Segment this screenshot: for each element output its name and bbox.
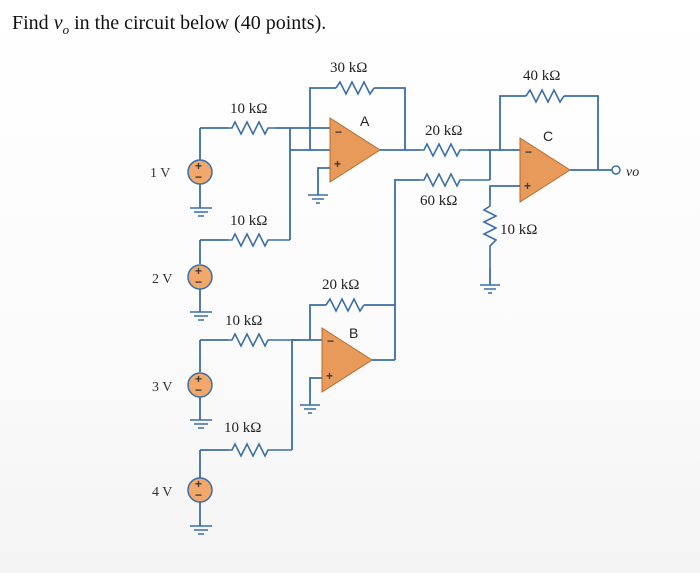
resistor-r-fb-c: 40 kΩ	[499, 68, 599, 170]
resistor-r-in-1: 10 kΩ	[228, 101, 275, 136]
question-text: Find vo in the circuit below (40 points)…	[12, 12, 326, 38]
resistor-r-fb-a: 30 kΩ	[309, 60, 406, 150]
ground-symbol	[190, 525, 212, 535]
output-label: vo	[626, 165, 639, 180]
svg-text:+: +	[195, 264, 202, 278]
svg-text:20 kΩ: 20 kΩ	[425, 123, 462, 139]
resistor-r-c-in1: 20 kΩ	[420, 123, 468, 158]
source-2v-label: 2 V	[152, 272, 172, 287]
svg-text:30 kΩ: 30 kΩ	[330, 60, 367, 76]
resistor-r-c-in2: 60 kΩ	[420, 172, 490, 209]
resistor-r-in-4: 10 kΩ	[224, 420, 292, 458]
svg-text:+: +	[334, 157, 341, 171]
svg-text:+: +	[524, 179, 531, 193]
svg-text:40 kΩ: 40 kΩ	[523, 68, 560, 84]
svg-text:−: −	[195, 170, 202, 184]
output-terminal	[611, 165, 621, 175]
opamp-a: − + A	[329, 113, 381, 183]
opamp-b: − + B	[321, 325, 373, 393]
ground-symbol	[190, 207, 212, 217]
svg-text:10 kΩ: 10 kΩ	[224, 420, 261, 436]
ground-symbol	[300, 404, 320, 414]
question-prefix: Find	[12, 12, 54, 34]
opamp-c-label: C	[543, 128, 553, 144]
svg-text:10 kΩ: 10 kΩ	[230, 101, 267, 117]
question-suffix: in the circuit below (40 points).	[69, 12, 327, 34]
source-3v-label: 3 V	[152, 380, 172, 395]
svg-text:20 kΩ: 20 kΩ	[322, 277, 359, 293]
svg-text:10 kΩ: 10 kΩ	[500, 222, 537, 238]
source-1v-label: 1 V	[150, 166, 170, 181]
opamp-a-label: A	[360, 113, 370, 129]
svg-text:−: −	[327, 334, 334, 348]
source-4v: + − 4 V	[152, 450, 213, 526]
svg-text:−: −	[195, 488, 202, 502]
ground-symbol	[308, 194, 328, 204]
svg-text:−: −	[525, 145, 532, 159]
svg-text:10 kΩ: 10 kΩ	[225, 313, 262, 329]
svg-text:−: −	[335, 125, 342, 139]
question-variable: vo	[53, 12, 70, 37]
resistor-r-c-gnd: 10 kΩ	[482, 200, 537, 268]
svg-text:60 kΩ: 60 kΩ	[420, 193, 457, 209]
resistor-r-in-3: 10 kΩ	[225, 313, 300, 348]
svg-text:+: +	[195, 372, 202, 386]
svg-text:+: +	[326, 369, 333, 383]
svg-text:−: −	[195, 275, 202, 289]
opamp-b-label: B	[349, 325, 358, 341]
resistor-r-fb-b: 20 kΩ	[309, 277, 396, 360]
ground-symbol	[190, 311, 212, 321]
source-2v: + − 2 V	[152, 240, 213, 312]
opamp-c: − + C	[519, 128, 571, 203]
source-3v: + − 3 V	[152, 340, 213, 420]
svg-text:−: −	[195, 383, 202, 397]
resistor-r-in-2: 10 kΩ	[228, 213, 290, 248]
svg-text:+: +	[195, 159, 202, 173]
ground-symbol	[480, 284, 500, 294]
svg-text:10 kΩ: 10 kΩ	[230, 213, 267, 229]
ground-symbol	[190, 419, 212, 429]
source-1v: + − 1 V	[150, 128, 213, 208]
svg-text:+: +	[195, 477, 202, 491]
source-4v-label: 4 V	[152, 485, 172, 500]
